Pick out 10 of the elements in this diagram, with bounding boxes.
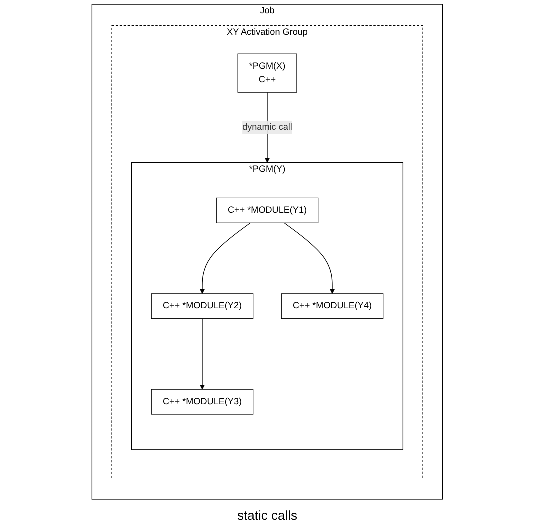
node-box: *PGM(X) C++ — [238, 54, 298, 93]
arrow — [284, 222, 335, 294]
node-box: C++ *MODULE(Y1) — [216, 198, 319, 224]
node-box: C++ *MODULE(Y2) — [151, 294, 254, 320]
edge-label: dynamic call — [242, 122, 292, 132]
arrow — [200, 222, 251, 294]
node-box: C++ *MODULE(Y4) — [281, 294, 384, 320]
node-box: C++ *MODULE(Y3) — [151, 389, 254, 415]
note-text: static calls — [238, 508, 298, 523]
arrow — [200, 318, 205, 390]
